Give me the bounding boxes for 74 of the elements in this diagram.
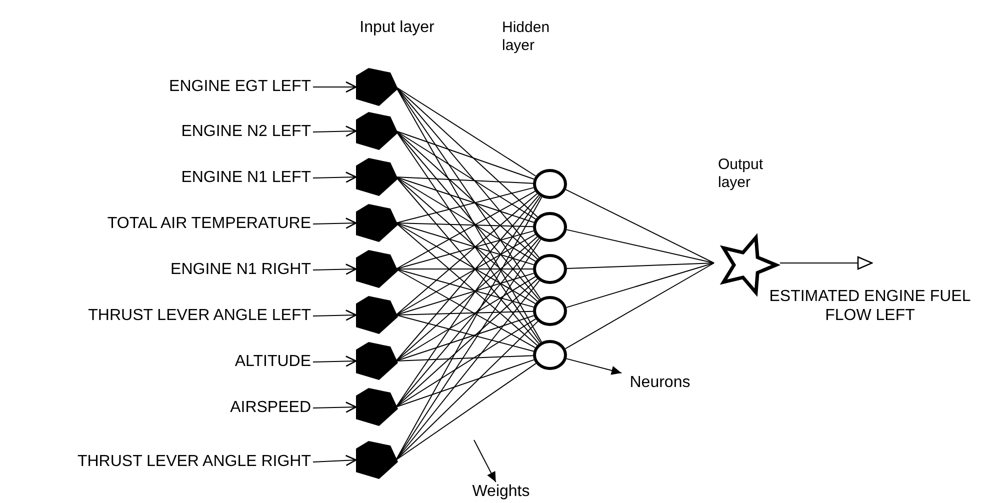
arrow [312,172,357,183]
layer-title: Output layer [718,156,764,192]
weight-connection [396,280,540,460]
weight-connection [396,86,540,258]
input-label: ALTITUDE [0,352,311,372]
arrow [780,256,873,270]
weight-connection [396,194,540,362]
weight-connection [396,238,540,408]
weight-connection [396,222,536,304]
weight-connection [396,320,538,460]
weight-connection [396,86,538,218]
weight-connection [396,190,536,270]
weight-connection [396,130,534,180]
input-label: TOTAL AIR TEMPERATURE [0,214,311,234]
weight-connection [396,278,538,408]
weight-connection [396,314,534,352]
weight-connection [396,130,538,260]
arrow [312,402,357,413]
weight-connection [566,262,714,270]
weight-connection [396,355,534,362]
weight-connection [396,176,540,344]
weight-connection [396,315,534,362]
weight-connection [396,196,541,408]
weight-connection [565,189,714,264]
weight-connection [396,310,534,316]
weight-connection [396,272,534,316]
weight-connection [396,362,536,460]
weight-connection [396,130,540,300]
weight-connection [396,268,534,308]
weight-connection [396,176,536,262]
arrow [312,81,357,93]
output-label: ESTIMATED ENGINE FUEL FLOW LEFT [768,287,972,326]
weight-connection [396,176,534,184]
input-label: THRUST LEVER ANGLE RIGHT [0,452,311,472]
weight-connection [396,222,534,228]
annotation-label: Weights [466,482,536,502]
weight-connection [396,130,536,220]
input-label: THRUST LEVER ANGLE LEFT [0,306,311,326]
weight-connection [396,276,536,362]
input-label: ENGINE EGT LEFT [0,77,311,97]
weight-connection [566,229,714,264]
weight-connection [396,130,541,344]
layer-title: Input layer [358,18,436,38]
weight-connection [396,318,536,408]
weight-connection [396,193,538,316]
weight-connection [396,86,536,176]
leader-line [566,358,622,375]
weight-connection [396,187,534,224]
weight-connection [396,222,534,266]
weight-connection [396,230,534,270]
weight-connection [396,268,536,348]
arrow [312,310,357,321]
annotation-label: Neurons [620,373,700,393]
input-label: ENGINE N2 LEFT [0,122,311,142]
input-label: ENGINE N1 LEFT [0,168,311,188]
input-label: ENGINE N1 RIGHT [0,260,311,280]
weight-connection [396,268,534,270]
arrow [312,454,357,466]
weight-connection [396,236,538,362]
weight-connection [564,262,714,350]
arrow [312,218,357,229]
weight-connection [566,262,714,308]
weight-connection [396,176,538,302]
weight-connection [396,234,536,316]
arrow [312,264,357,275]
arrow [312,126,357,137]
weight-connection [396,196,542,460]
weight-connection [396,176,534,223]
weight-connection [396,222,538,346]
weight-connection [396,359,534,408]
arrow [312,356,357,367]
input-label: AIRSPEED [0,398,311,418]
layer-title: Hidden layer [502,19,551,55]
leader-line [474,440,496,482]
